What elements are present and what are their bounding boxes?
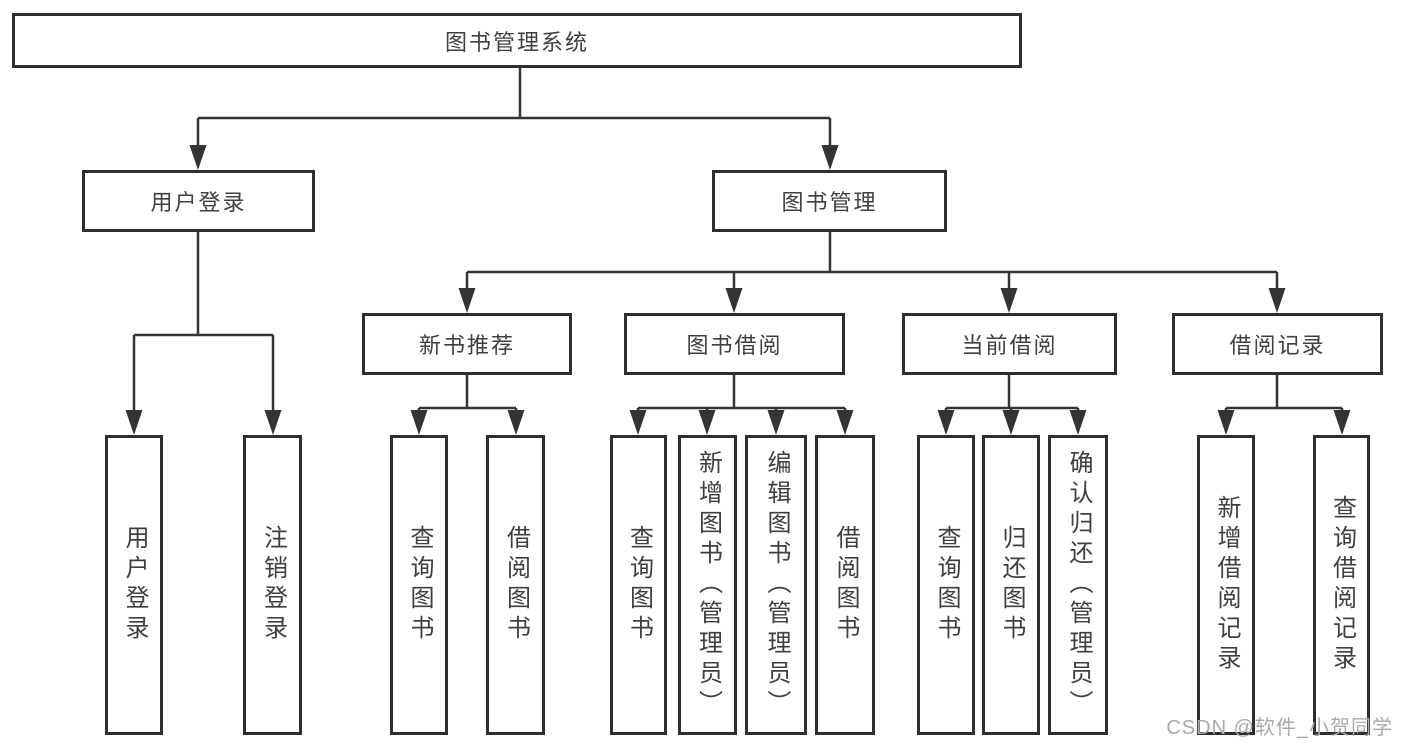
csdn-watermark: CSDN @软件_小贺同学 <box>1166 717 1393 739</box>
node-book-borrowing: 图书借阅 <box>624 313 845 375</box>
leaf-return-books: 归还图书 <box>982 435 1040 735</box>
leaf-query-borrow-record: 查询借阅记录 <box>1313 435 1370 735</box>
leaf-add-book-admin: 新增图书（管理员） <box>678 435 737 735</box>
leaf-borrow-books-borrowing: 借阅图书 <box>815 435 875 735</box>
leaf-query-books-recommend: 查询图书 <box>390 435 448 735</box>
leaf-query-books-borrowing: 查询图书 <box>610 435 667 735</box>
node-book-management: 图书管理 <box>712 170 947 232</box>
node-current-borrowing: 当前借阅 <box>902 313 1117 375</box>
node-library-management-system: 图书管理系统 <box>12 13 1022 68</box>
leaf-borrow-books-recommend: 借阅图书 <box>486 435 545 735</box>
arrowheads <box>125 145 1351 435</box>
leaf-edit-book-admin: 编辑图书（管理员） <box>745 435 807 735</box>
leaf-confirm-return-admin: 确认归还（管理员） <box>1048 435 1108 735</box>
leaf-user-login: 用户登录 <box>105 435 163 735</box>
node-borrowing-records: 借阅记录 <box>1172 313 1383 375</box>
leaf-logout: 注销登录 <box>243 435 302 735</box>
leaf-query-books-current: 查询图书 <box>917 435 975 735</box>
leaf-add-borrow-record: 新增借阅记录 <box>1197 435 1255 735</box>
node-new-book-recommendation: 新书推荐 <box>362 313 572 375</box>
node-user-login: 用户登录 <box>82 170 315 232</box>
